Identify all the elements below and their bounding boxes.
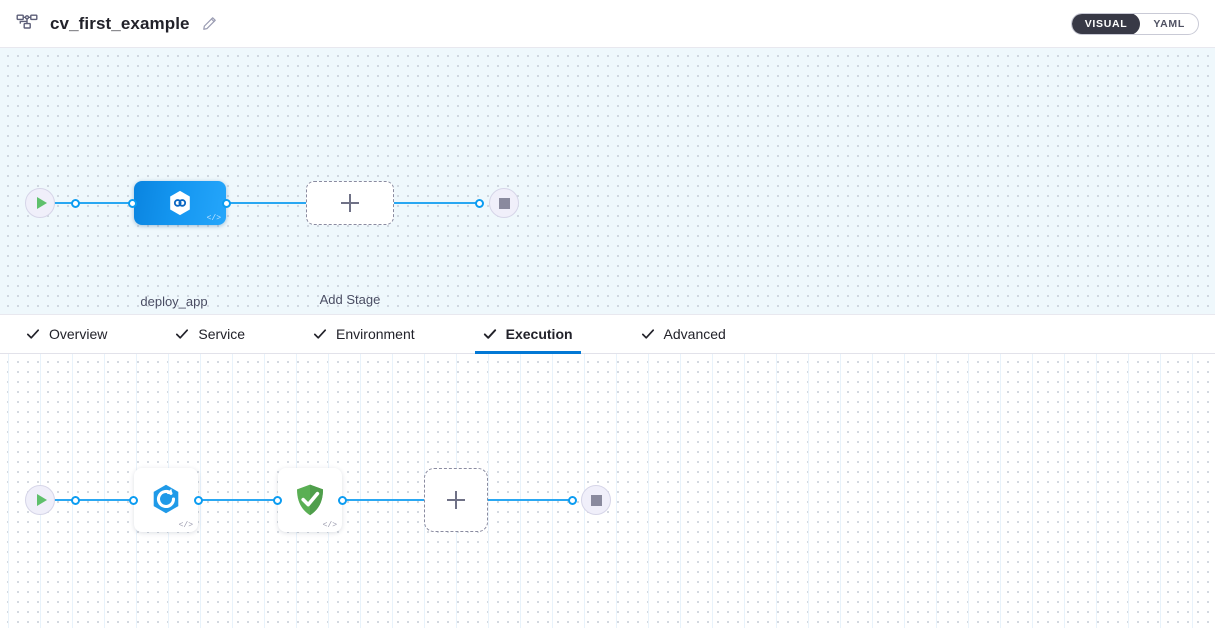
tab-label: Service [198, 326, 246, 342]
app-header: cv_first_example VISUAL YAML [0, 0, 1215, 48]
plus-icon [447, 491, 465, 509]
header-left-group: cv_first_example [16, 13, 217, 35]
end-circle[interactable] [581, 485, 611, 515]
end-input-port[interactable] [475, 198, 484, 208]
step-input-port[interactable] [273, 495, 282, 505]
start-circle[interactable] [25, 188, 55, 218]
step-end-node[interactable] [568, 485, 611, 515]
code-glyph-icon[interactable]: </> [178, 521, 193, 530]
pipeline-tree-icon [16, 13, 38, 35]
tab-label: Advanced [663, 326, 726, 342]
code-glyph-icon[interactable]: </> [206, 214, 221, 223]
tab-environment[interactable]: Environment [305, 315, 423, 353]
play-icon [36, 494, 47, 506]
step-input-port[interactable] [129, 495, 138, 505]
pencil-edit-icon[interactable] [202, 16, 217, 31]
check-icon [641, 327, 655, 341]
page-title: cv_first_example [50, 13, 190, 33]
check-icon [483, 327, 497, 341]
stage-input-port[interactable] [128, 198, 137, 208]
step-card[interactable]: </> [278, 468, 342, 532]
step-start-node[interactable] [25, 485, 80, 515]
check-icon [26, 327, 40, 341]
add-step-box[interactable] [424, 468, 488, 532]
stop-icon [498, 197, 510, 209]
end-input-port[interactable] [568, 495, 577, 505]
code-glyph-icon[interactable]: </> [322, 521, 337, 530]
step-node-rollout-deployment[interactable]: </> [129, 468, 203, 532]
view-mode-toggle[interactable]: VISUAL YAML [1070, 12, 1199, 35]
header-right-group: VISUAL YAML [1070, 12, 1199, 35]
rollout-deployment-icon [148, 482, 184, 518]
check-icon [313, 327, 327, 341]
add-stage-label[interactable]: Add Stage [319, 292, 381, 307]
step-output-port[interactable] [194, 495, 203, 505]
stop-icon [590, 494, 602, 506]
end-circle[interactable] [489, 188, 519, 218]
start-circle[interactable] [25, 485, 55, 515]
toggle-option-visual[interactable]: VISUAL [1071, 13, 1141, 34]
stage-node-deploy-app[interactable]: </> [128, 181, 231, 225]
tab-label: Environment [336, 326, 415, 342]
step-output-port[interactable] [338, 495, 347, 505]
tab-execution[interactable]: Execution [474, 315, 581, 354]
step-card[interactable]: </> [134, 468, 198, 532]
stage-node-body[interactable]: </> [134, 181, 226, 225]
stage-config-tabs[interactable]: Overview Service Environment Execution A… [0, 314, 1215, 354]
harness-cd-hexagon-icon [166, 189, 194, 217]
add-stage-node[interactable] [306, 181, 394, 225]
step-node-verify-cv[interactable]: </> [273, 468, 347, 532]
stage-canvas[interactable]: </> deploy_app Add Stage [0, 48, 1215, 314]
verify-shield-check-icon [292, 482, 328, 518]
tab-label: Overview [49, 326, 108, 342]
stage-start-node[interactable] [25, 188, 80, 218]
stage-end-node[interactable] [475, 188, 519, 218]
stage-output-port[interactable] [222, 198, 231, 208]
tab-overview[interactable]: Overview [18, 315, 115, 353]
plus-icon [341, 194, 359, 212]
stage-edges [50, 202, 482, 204]
add-step-node[interactable] [424, 468, 488, 532]
toggle-option-yaml[interactable]: YAML [1153, 17, 1185, 30]
tab-label: Execution [505, 326, 573, 342]
add-stage-box[interactable] [306, 181, 394, 225]
execution-steps-canvas[interactable]: </> Rollout Deployment </> verify_cv Add… [0, 354, 1215, 628]
play-icon [36, 197, 47, 209]
check-icon [175, 327, 189, 341]
tab-service[interactable]: Service [167, 315, 253, 353]
tab-advanced[interactable]: Advanced [633, 315, 734, 353]
start-output-port[interactable] [71, 198, 80, 208]
stage-node-label: deploy_app [140, 294, 208, 309]
start-output-port[interactable] [71, 495, 80, 505]
step-edges [50, 499, 574, 501]
